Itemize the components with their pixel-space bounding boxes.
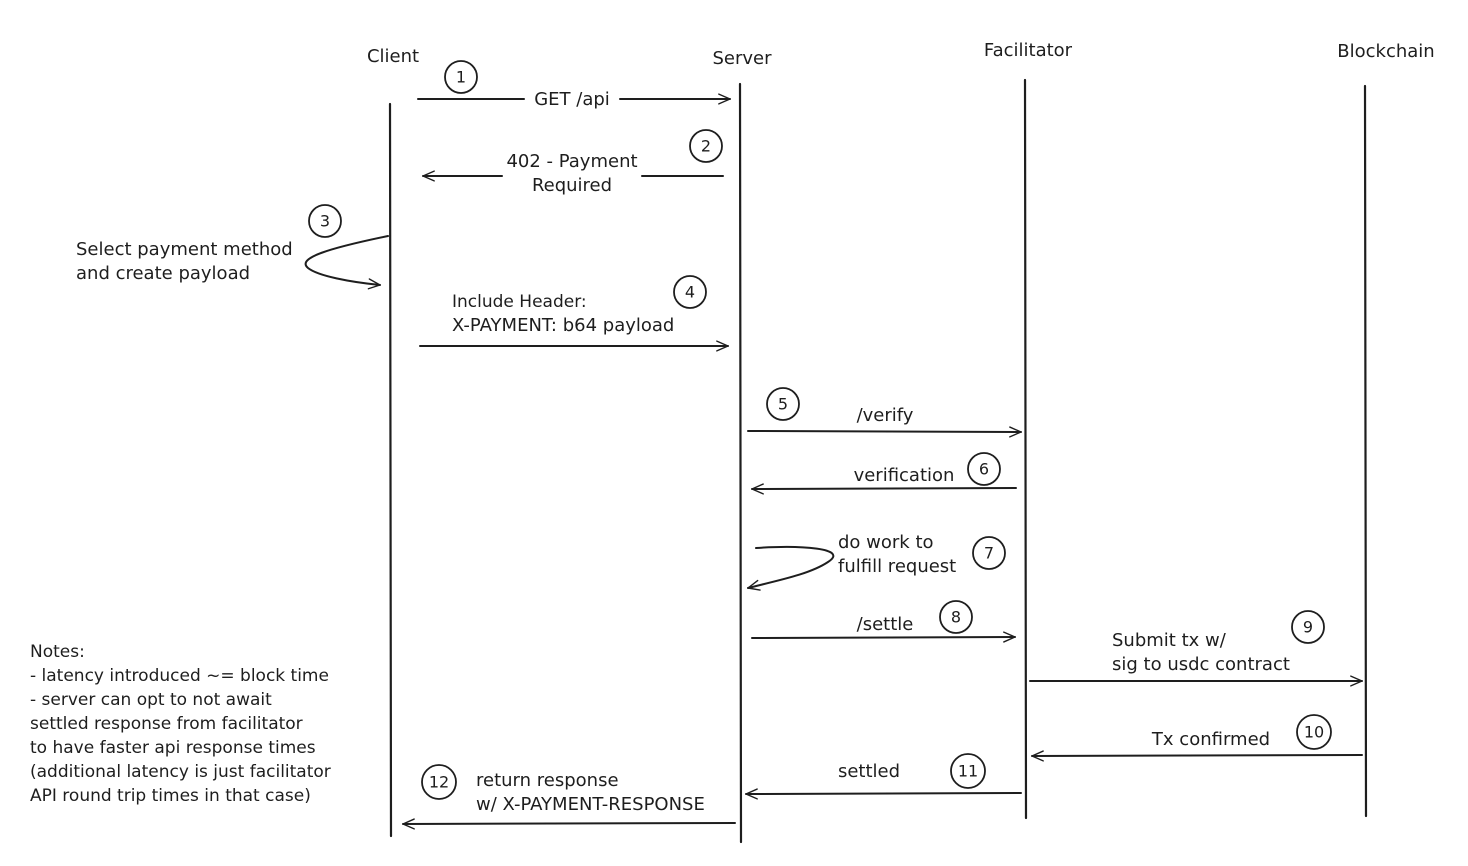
actor-client: Client bbox=[367, 46, 419, 67]
notes-line-4: settled response from facilitator bbox=[30, 714, 303, 734]
label-get-api: GET /api bbox=[534, 89, 610, 110]
actor-server: Server bbox=[712, 48, 772, 69]
label-402-line2: Required bbox=[532, 175, 612, 196]
step-circle-1 bbox=[444, 60, 478, 94]
step-circle-9 bbox=[1291, 610, 1325, 644]
message-include-header: Include Header: X-PAYMENT: b64 payload 4 bbox=[419, 275, 729, 352]
label-include-header-line2: X-PAYMENT: b64 payload bbox=[452, 315, 674, 336]
step-number-3: 3 bbox=[320, 212, 330, 231]
label-verification: verification bbox=[854, 465, 955, 486]
step-circle-6 bbox=[967, 452, 1001, 486]
notes-line-5: to have faster api response times bbox=[30, 738, 316, 758]
step-number-10: 10 bbox=[1304, 723, 1324, 742]
step-circle-2 bbox=[689, 129, 723, 163]
message-402-payment-required: 402 - Payment Required 2 bbox=[422, 129, 724, 196]
label-settled: settled bbox=[838, 761, 900, 782]
message-verify: /verify 5 bbox=[747, 387, 1022, 438]
message-return-response: return response w/ X-PAYMENT-RESPONSE 12 bbox=[402, 764, 736, 830]
step-number-12: 12 bbox=[429, 773, 449, 792]
step-circle-10 bbox=[1296, 714, 1332, 750]
notes-line-7: API round trip times in that case) bbox=[30, 786, 311, 806]
step-circle-5 bbox=[766, 387, 800, 421]
notes-block: Notes: - latency introduced ~= block tim… bbox=[30, 642, 331, 806]
step-circle-12 bbox=[421, 764, 457, 800]
lifeline-server bbox=[738, 82, 743, 844]
label-return-response-line1: return response bbox=[476, 770, 619, 791]
step-number-5: 5 bbox=[778, 395, 788, 414]
label-include-header-line1: Include Header: bbox=[452, 292, 587, 312]
step-circle-3 bbox=[308, 204, 342, 238]
step-circle-4 bbox=[673, 275, 707, 309]
label-submit-tx-line1: Submit tx w/ bbox=[1112, 630, 1227, 651]
message-do-work: do work to fulfill request 7 bbox=[747, 532, 1006, 591]
step-circle-7 bbox=[972, 536, 1006, 570]
message-select-payment: Select payment method and create payload… bbox=[76, 204, 389, 290]
lifeline-facilitator bbox=[1023, 78, 1028, 820]
notes-line-1: Notes: bbox=[30, 642, 85, 662]
step-number-9: 9 bbox=[1303, 618, 1313, 637]
notes-line-2: - latency introduced ~= block time bbox=[30, 666, 329, 686]
message-verification: verification 6 bbox=[751, 452, 1017, 495]
message-submit-tx: Submit tx w/ sig to usdc contract 9 bbox=[1029, 610, 1363, 687]
label-verify: /verify bbox=[857, 405, 914, 426]
label-select-payment-line2: and create payload bbox=[76, 263, 250, 284]
step-number-4: 4 bbox=[685, 283, 695, 302]
label-tx-confirmed: Tx confirmed bbox=[1151, 729, 1270, 750]
message-settled: settled 11 bbox=[745, 753, 1022, 800]
lifeline-blockchain bbox=[1363, 84, 1368, 818]
label-return-response-line2: w/ X-PAYMENT-RESPONSE bbox=[476, 794, 705, 815]
label-do-work-line2: fulfill request bbox=[838, 556, 956, 577]
step-number-7: 7 bbox=[984, 544, 994, 563]
step-circle-8 bbox=[939, 600, 973, 634]
lifeline-client bbox=[388, 102, 393, 838]
label-do-work-line1: do work to bbox=[838, 532, 934, 553]
actor-blockchain: Blockchain bbox=[1337, 41, 1434, 62]
message-get-api: GET /api 1 bbox=[417, 60, 731, 110]
step-number-8: 8 bbox=[951, 608, 961, 627]
actor-facilitator: Facilitator bbox=[984, 40, 1073, 61]
label-402-line1: 402 - Payment bbox=[506, 151, 637, 172]
notes-line-6: (additional latency is just facilitator bbox=[30, 762, 331, 782]
step-number-6: 6 bbox=[979, 460, 989, 479]
step-number-1: 1 bbox=[456, 68, 466, 87]
step-number-11: 11 bbox=[958, 762, 978, 781]
step-number-2: 2 bbox=[701, 137, 711, 156]
message-settle: /settle 8 bbox=[751, 600, 1016, 643]
label-submit-tx-line2: sig to usdc contract bbox=[1112, 654, 1290, 675]
notes-line-3: - server can opt to not await bbox=[30, 690, 272, 710]
message-tx-confirmed: Tx confirmed 10 bbox=[1031, 714, 1363, 762]
step-circle-11 bbox=[950, 753, 986, 789]
label-settle: /settle bbox=[857, 614, 914, 635]
label-select-payment-line1: Select payment method bbox=[76, 239, 293, 260]
